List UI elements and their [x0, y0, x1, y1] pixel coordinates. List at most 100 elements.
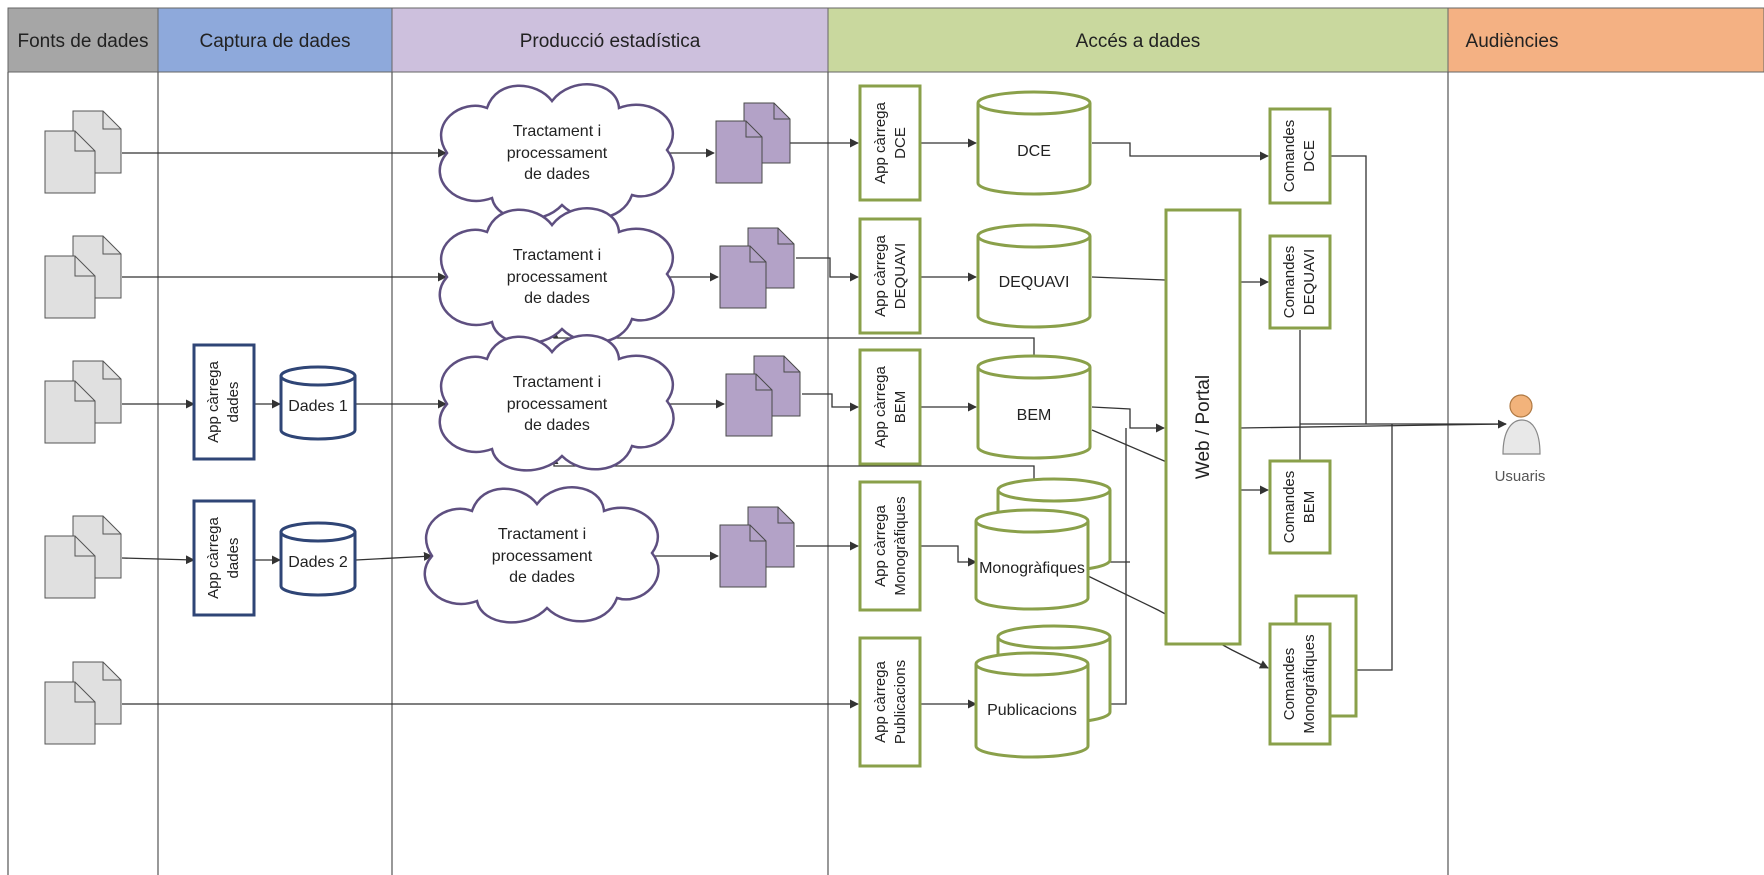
- flow-portal-to-users: [1239, 419, 1507, 429]
- flow-db-dequavi-to-portal: [1091, 276, 1166, 281]
- process-label-line1: Tractament i: [498, 526, 586, 543]
- processed-documents-icon: [725, 355, 801, 437]
- flow-db-bem-to-portal: [1091, 406, 1165, 433]
- lane-title-produccio: Producció estadística: [520, 31, 701, 52]
- database-dades1-icon: [279, 365, 357, 387]
- load-app-box-bem: [858, 348, 922, 466]
- load-app-box-dce: [858, 84, 922, 202]
- target-databases: [974, 90, 1112, 759]
- load-app-box-monografiques: [858, 480, 922, 612]
- capture-app-label-2: App càrrega: [205, 516, 222, 598]
- source-documents-icon: [44, 360, 122, 444]
- database-dce-label: DCE: [1017, 143, 1051, 160]
- command-sublabel-bem: BEM: [1301, 491, 1318, 524]
- swimlane-dividers: [7, 72, 1449, 875]
- process-label-line1: Tractament i: [513, 247, 601, 264]
- database-bem-label: BEM: [1017, 407, 1052, 424]
- database-dades1-label: Dades 1: [288, 398, 348, 415]
- command-label-dce: Comandes: [1281, 120, 1298, 193]
- flow-db-dce-to-cmd-dce: [1092, 142, 1269, 161]
- lane-header-audiencies: [1447, 7, 1764, 73]
- commands: Comandes DCE Comandes DEQUAVI Comandes B…: [1268, 107, 1358, 746]
- processed-documents-icon: [715, 102, 791, 184]
- load-app-label-bem: App càrrega: [872, 365, 889, 447]
- lane-header-acces: [827, 7, 1449, 73]
- command-sublabel-monografiques: Monogràfiques: [1301, 634, 1318, 733]
- command-box-dequavi: [1268, 234, 1332, 330]
- command-box-bem: [1268, 459, 1332, 555]
- user-icon: [1502, 394, 1541, 455]
- database-bem-icon: [976, 354, 1092, 380]
- processed-documents-icon: [719, 506, 795, 588]
- database-dades2-icon: [279, 521, 357, 543]
- lane-title-fonts: Fonts de dades: [18, 31, 149, 52]
- capture-app-box-2: [192, 499, 256, 617]
- load-app-label-publicacions: App càrrega: [872, 660, 889, 742]
- flow-docs2-to-app-dequavi: [796, 257, 859, 282]
- load-app-sublabel-bem: BEM: [892, 391, 909, 424]
- process-label-line1: Tractament i: [513, 374, 601, 391]
- database-publicacions-icon: [974, 651, 1090, 677]
- load-app-sublabel-monografiques: Monogràfiques: [892, 496, 909, 595]
- source-documents-icon: [44, 515, 122, 599]
- capture-app-box-1: [192, 343, 256, 461]
- flow-cmd-dce-to-users: [1330, 155, 1367, 424]
- load-apps: App càrrega DCE App càrrega DEQUAVI App …: [858, 84, 922, 768]
- lane-header-fonts: [7, 7, 159, 73]
- source-documents-icon: [44, 235, 122, 319]
- capture-apps: App càrrega dades App càrrega dades: [192, 343, 256, 617]
- processed-documents: [715, 102, 801, 588]
- data-sources: [44, 110, 122, 745]
- load-app-box-publicacions: [858, 636, 922, 768]
- users: Usuaris: [1495, 394, 1546, 485]
- lane-title-captura: Captura de dades: [199, 31, 350, 52]
- swimlane-headers: Fonts de dades Captura de dades Producci…: [7, 7, 1764, 73]
- database-dequavi-icon: [976, 223, 1092, 249]
- target-database-labels: DCE DEQUAVI BEM Monogràfiques Publicacio…: [979, 143, 1085, 719]
- capture-app-label-1: App càrrega: [205, 360, 222, 442]
- lane-header-produccio: [391, 7, 829, 73]
- load-app-label-dequavi: App càrrega: [872, 234, 889, 316]
- feedback-monografiques-to-process3: [549, 455, 1035, 502]
- load-app-sublabel-publicacions: Publicacions: [892, 660, 909, 744]
- feedback-dequavi-to-process2: [549, 329, 1035, 356]
- web-portal-label: Web / Portal: [1193, 375, 1214, 479]
- processing-clouds: Tractament i processament de dades Tract…: [423, 83, 675, 624]
- process-label-line1: Tractament i: [513, 123, 601, 140]
- command-label-monografiques: Comandes: [1281, 648, 1298, 721]
- process-label-line3: de dades: [509, 569, 575, 586]
- database-publicacions-label: Publicacions: [987, 702, 1077, 719]
- web-portal: Web / Portal: [1164, 208, 1242, 646]
- command-label-dequavi: Comandes: [1281, 246, 1298, 319]
- database-dce-icon: [976, 90, 1092, 116]
- web-portal-box: [1164, 208, 1242, 646]
- load-app-label-monografiques: App càrrega: [872, 504, 889, 586]
- flow-dades2-to-process4: [355, 551, 433, 561]
- flow-source4-to-app-capture2: [121, 555, 195, 565]
- process-label-line3: de dades: [524, 290, 590, 307]
- lane-title-audiencies: Audiències: [1466, 31, 1559, 52]
- process-label-line3: de dades: [524, 166, 590, 183]
- capture-app-sublabel-2: dades: [225, 538, 242, 579]
- process-label-line2: processament: [507, 396, 608, 413]
- database-monografiques-icon: [974, 508, 1090, 534]
- command-sublabel-dequavi: DEQUAVI: [1301, 249, 1318, 315]
- database-monografiques-label: Monogràfiques: [979, 560, 1085, 577]
- flow-docs3-to-app-bem: [802, 393, 859, 412]
- process-label-line2: processament: [492, 548, 593, 565]
- processed-documents-icon: [719, 227, 795, 309]
- database-dequavi-label: DEQUAVI: [999, 274, 1070, 291]
- capture-app-sublabel-1: dades: [225, 382, 242, 423]
- process-label-line2: processament: [507, 269, 608, 286]
- lane-title-acces: Accés a dades: [1076, 31, 1201, 52]
- database-dades2-label: Dades 2: [288, 554, 348, 571]
- load-app-label-dce: App càrrega: [872, 101, 889, 183]
- load-app-sublabel-dequavi: DEQUAVI: [892, 243, 909, 309]
- source-documents-icon: [44, 661, 122, 745]
- flow-app-monografiques-to-db: [920, 545, 977, 567]
- source-documents-icon: [44, 110, 122, 194]
- users-label: Usuaris: [1495, 468, 1546, 485]
- command-box-dce: [1268, 107, 1332, 205]
- command-label-bem: Comandes: [1281, 471, 1298, 544]
